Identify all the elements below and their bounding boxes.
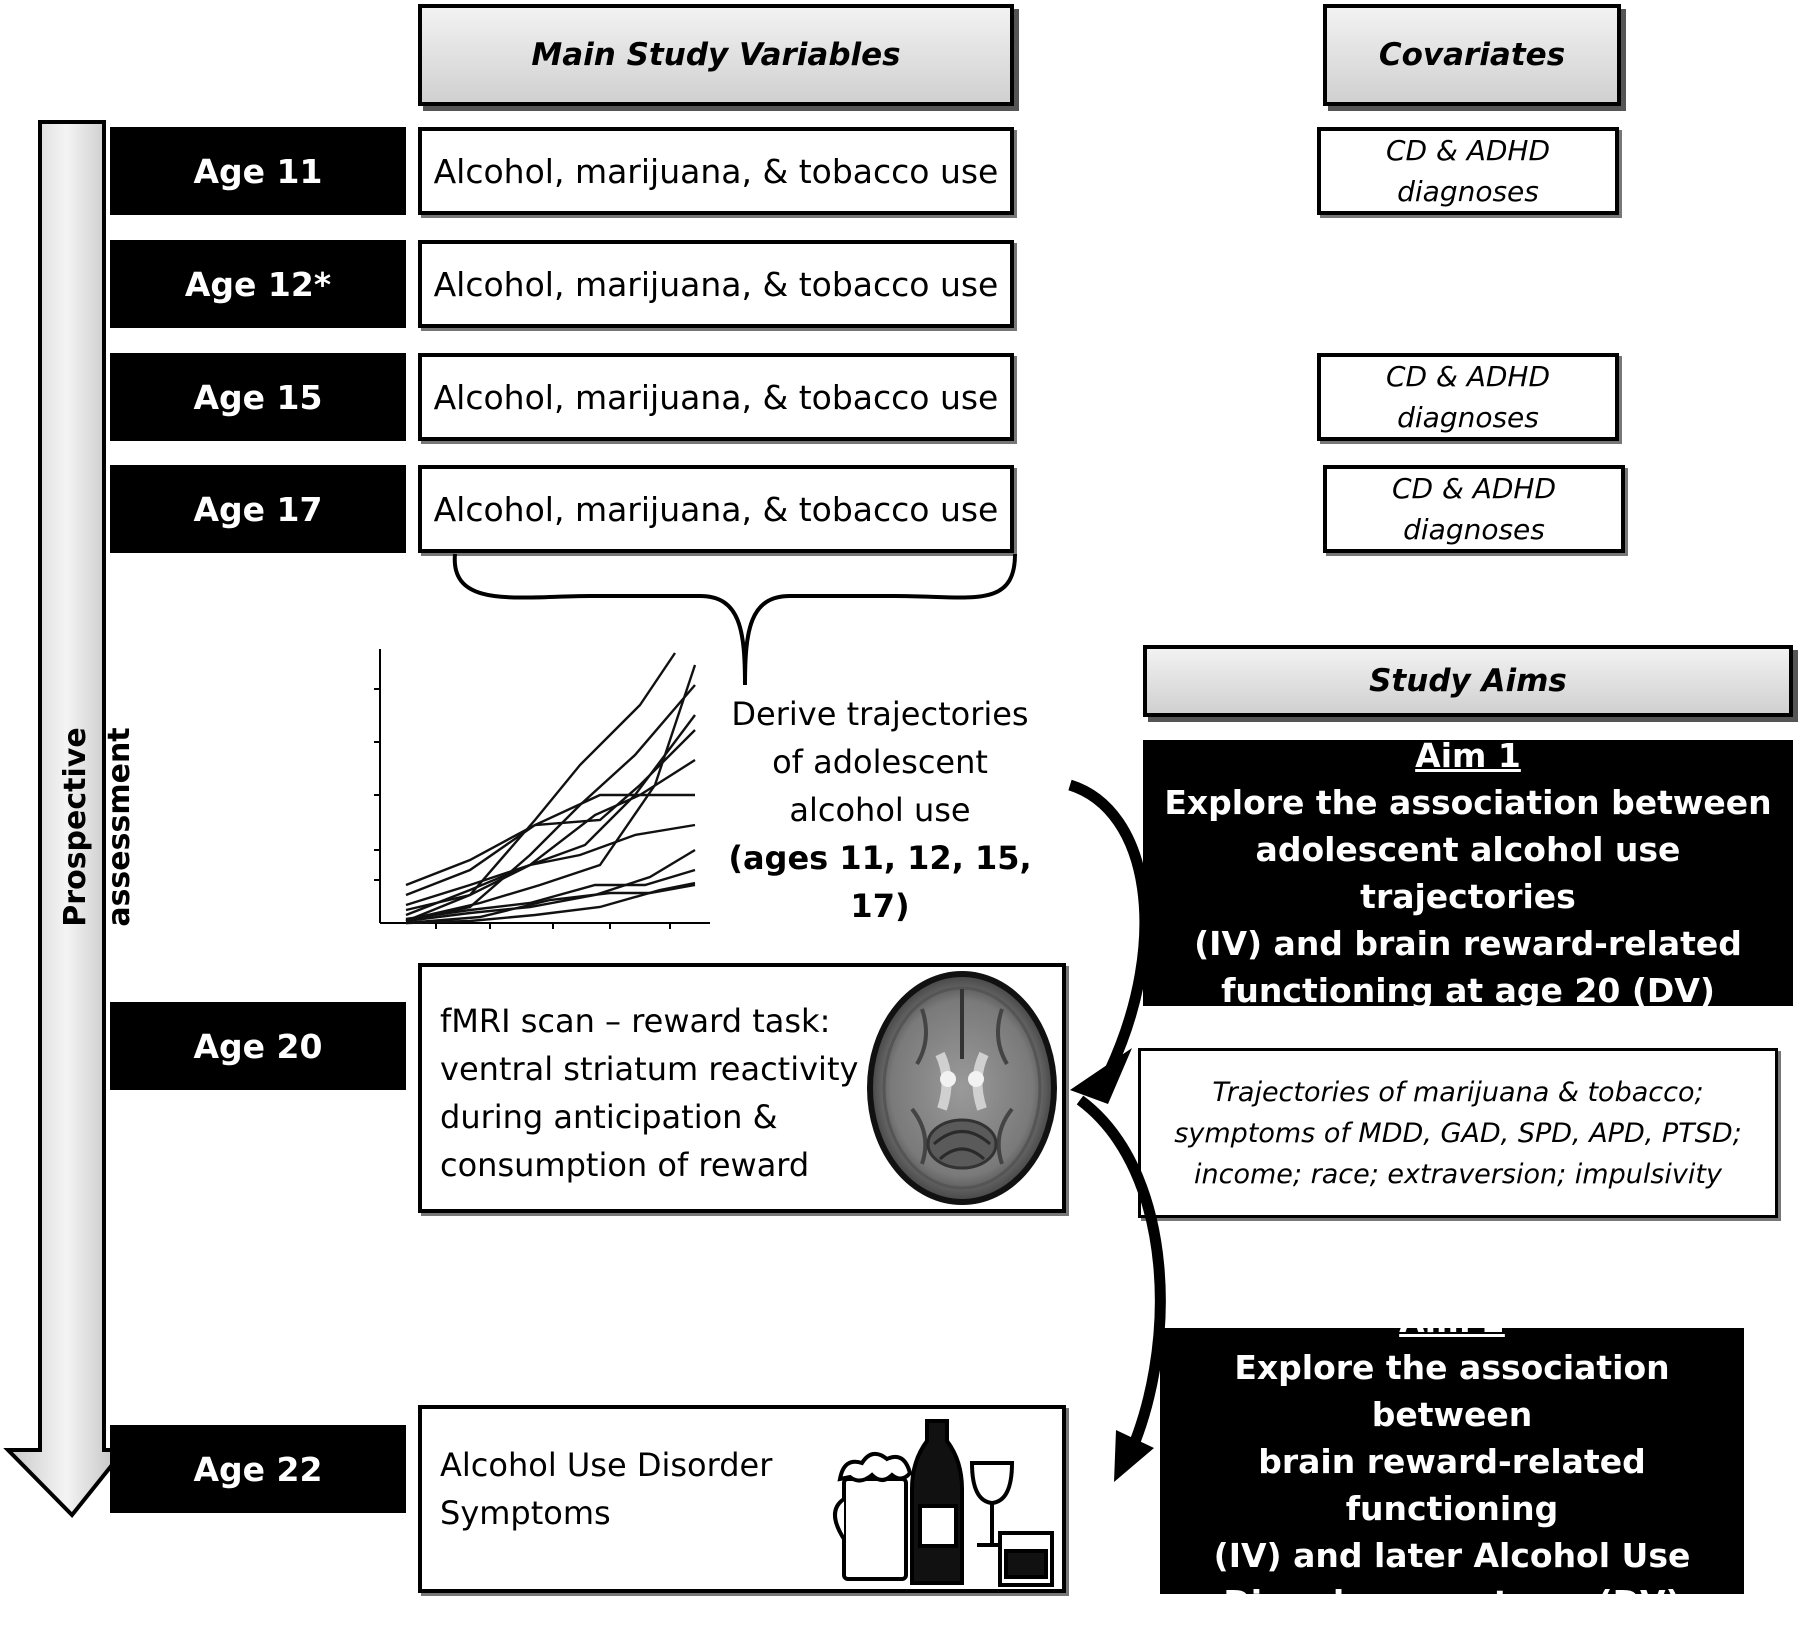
trajectory-text-ages: (ages 11, 12, 15, 17) (728, 839, 1032, 925)
trajectory-text: Derive trajectories of adolescent alcoho… (700, 690, 1060, 930)
trajectory-text-line3: alcohol use (789, 791, 971, 829)
covariates-header: Covariates (1323, 4, 1621, 106)
age-20-label: Age 20 (110, 1002, 406, 1090)
age-11-label: Age 11 (110, 127, 406, 215)
study-aims-header: Study Aims (1143, 645, 1793, 717)
alcohol-drinks-icon (833, 1419, 1054, 1587)
aim-2-text: Explore the association between brain re… (1213, 1347, 1691, 1622)
age-11-variable: Alcohol, marijuana, & tobacco use (418, 127, 1014, 215)
age-15-label: Age 15 (110, 353, 406, 441)
age-17-covariate: CD & ADHD diagnoses (1323, 465, 1625, 553)
trajectory-plot (374, 649, 710, 929)
age-12-label: Age 12* (110, 240, 406, 328)
aim-arrows (1068, 779, 1166, 1482)
timeline-label: Prospective assessment (58, 727, 137, 927)
aim-1-text: Explore the association between adolesce… (1164, 783, 1772, 1010)
age-15-variable: Alcohol, marijuana, & tobacco use (418, 353, 1014, 441)
age-12-variable: Alcohol, marijuana, & tobacco use (418, 240, 1014, 328)
aim-1-title: Aim 1 (1415, 736, 1521, 775)
aim-covariates-box: Trajectories of marijuana & tobacco; sym… (1138, 1048, 1778, 1218)
grouping-brace (452, 553, 1017, 686)
age-17-variable: Alcohol, marijuana, & tobacco use (418, 465, 1014, 553)
age-17-label: Age 17 (110, 465, 406, 553)
age-22-box: Alcohol Use Disorder Symptoms (418, 1405, 1066, 1593)
age-20-text: fMRI scan – reward task: ventral striatu… (440, 1002, 859, 1184)
trajectory-text-line2: of adolescent (772, 743, 988, 781)
age-15-covariate: CD & ADHD diagnoses (1317, 353, 1619, 441)
age-22-label: Age 22 (110, 1425, 406, 1513)
age-22-text: Alcohol Use Disorder Symptoms (440, 1446, 773, 1532)
brain-mri-icon (862, 969, 1062, 1207)
aim-2-box: Aim 2 Explore the association between br… (1160, 1301, 1744, 1622)
aim-covariates-text: Trajectories of marijuana & tobacco; sym… (1174, 1076, 1742, 1190)
age-20-box: fMRI scan – reward task: ventral striatu… (418, 963, 1066, 1213)
aim-1-box: Aim 1 Explore the association between ad… (1143, 736, 1793, 1010)
age-11-covariate: CD & ADHD diagnoses (1317, 127, 1619, 215)
main-variables-header: Main Study Variables (418, 4, 1014, 106)
aim-2-title: Aim 2 (1399, 1300, 1505, 1340)
trajectory-text-line1: Derive trajectories (731, 695, 1029, 733)
timeline-arrow (3, 120, 129, 1519)
